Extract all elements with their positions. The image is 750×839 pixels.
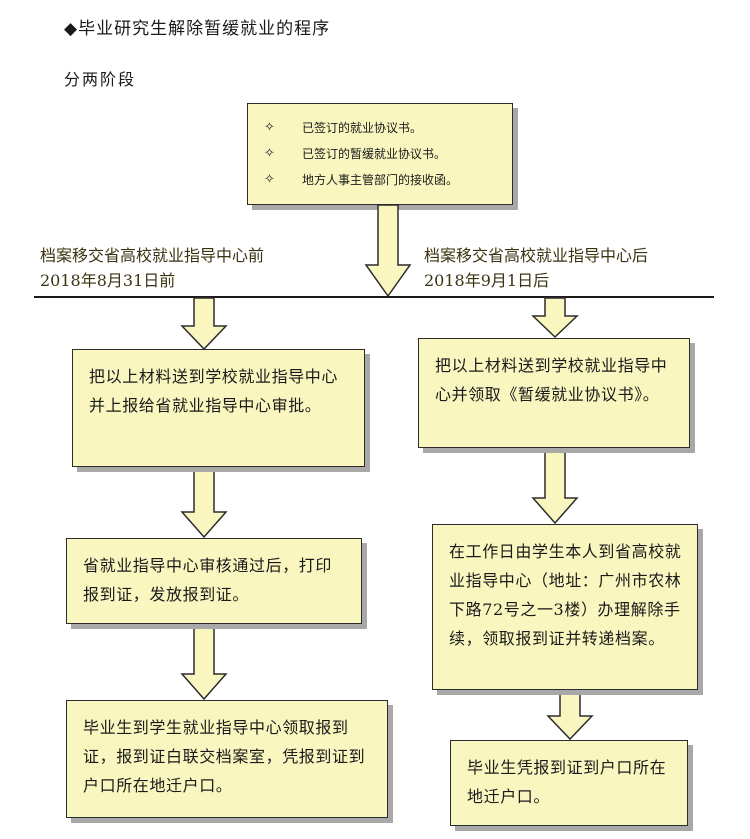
materials-item: ✧ 地方人事主管部门的接收函。 xyxy=(264,166,512,192)
left-step-1-box: 把以上材料送到学校就业指导中心并上报给省就业指导中心审批。 xyxy=(72,349,365,467)
down-arrow-icon xyxy=(546,689,594,741)
diamond-bullet-icon: ✧ xyxy=(264,171,275,187)
materials-item: ✧ 已签订的暂缓就业协议书。 xyxy=(264,140,512,166)
right-phase-title: 档案移交省高校就业指导中心后 xyxy=(424,246,649,265)
page-subtitle: 分两阶段 xyxy=(64,70,137,89)
right-phase-date: 2018年9月1日后 xyxy=(424,271,550,290)
down-arrow-icon xyxy=(531,297,579,339)
left-phase-date: 2018年8月31日前 xyxy=(40,271,176,290)
right-step-2-box: 在工作日由学生本人到省高校就业指导中心（地址：广州市农林下路72号之一3楼）办理… xyxy=(432,524,698,690)
left-step-3-box: 毕业生到学生就业指导中心领取报到证，报到证白联交档案室，凭报到证到户口所在地迁户… xyxy=(66,700,388,818)
down-arrow-icon xyxy=(531,447,579,525)
diamond-bullet-icon: ✧ xyxy=(264,119,275,135)
left-phase-title: 档案移交省高校就业指导中心前 xyxy=(40,246,265,265)
materials-item-text: 地方人事主管部门的接收函。 xyxy=(302,172,459,187)
left-phase-label: 档案移交省高校就业指导中心前 2018年8月31日前 xyxy=(40,243,264,293)
down-arrow-icon xyxy=(180,623,228,701)
materials-item-text: 已签订的就业协议书。 xyxy=(302,120,423,135)
down-arrow-icon xyxy=(364,204,412,298)
left-step-2-box: 省就业指导中心审核通过后，打印报到证，发放报到证。 xyxy=(66,538,362,624)
down-arrow-icon xyxy=(180,297,228,351)
page-title: ◆毕业研究生解除暂缓就业的程序 xyxy=(64,19,331,39)
materials-item: ✧ 已签订的就业协议书。 xyxy=(264,114,512,140)
right-step-3-box: 毕业生凭报到证到户口所在地迁户口。 xyxy=(450,740,688,826)
materials-item-text: 已签订的暂缓就业协议书。 xyxy=(302,146,447,161)
diamond-bullet-icon: ✧ xyxy=(264,145,275,161)
down-arrow-icon xyxy=(180,467,228,539)
divider-line xyxy=(34,296,714,298)
materials-box: ✧ 已签订的就业协议书。 ✧ 已签订的暂缓就业协议书。 ✧ 地方人事主管部门的接… xyxy=(247,103,513,205)
right-phase-label: 档案移交省高校就业指导中心后 2018年9月1日后 xyxy=(424,243,648,293)
right-step-1-box: 把以上材料送到学校就业指导中心并领取《暂缓就业协议书》。 xyxy=(418,338,690,448)
